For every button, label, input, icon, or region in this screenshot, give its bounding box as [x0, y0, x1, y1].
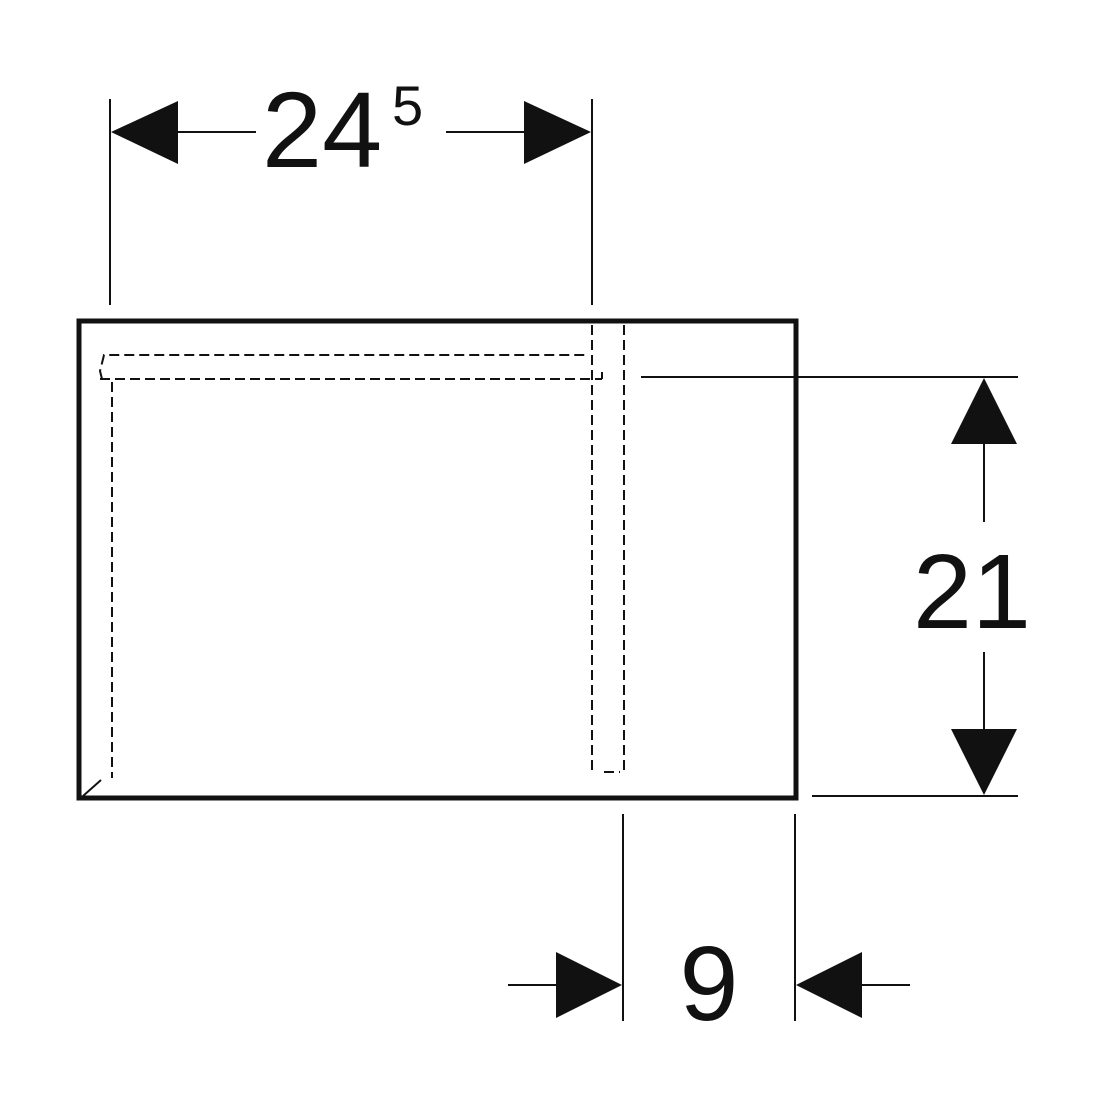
- cabinet-outline: [76, 318, 799, 801]
- width-arrow-left: [111, 101, 178, 164]
- height-value: 21: [913, 533, 1031, 651]
- height-arrow-top: [951, 378, 1017, 444]
- depth-value: 9: [680, 925, 739, 1043]
- width-arrow-right: [524, 101, 591, 164]
- hidden-lines: [98, 325, 625, 778]
- corner-tick: [82, 779, 102, 797]
- height-arrow-bottom: [951, 729, 1017, 795]
- width-dimension: 24 5: [109, 69, 593, 305]
- height-dimension: 21: [641, 376, 1031, 797]
- width-value: 24: [262, 69, 382, 190]
- width-superscript: 5: [392, 74, 423, 137]
- depth-dimension: 9: [508, 814, 910, 1043]
- depth-arrow-left: [556, 952, 622, 1018]
- depth-arrow-right: [796, 952, 862, 1018]
